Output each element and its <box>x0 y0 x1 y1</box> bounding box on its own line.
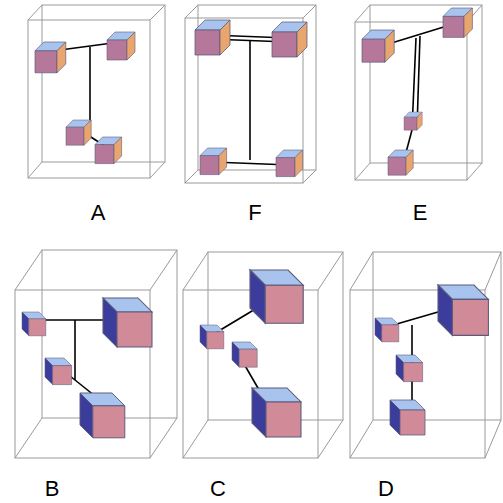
panel-letter: A <box>91 202 106 224</box>
panel-letter: E <box>413 202 428 224</box>
panel-letter: F <box>248 202 261 224</box>
panel-letter: D <box>378 478 394 500</box>
panel-letter: B <box>45 478 60 500</box>
panel-letter: C <box>210 478 226 500</box>
